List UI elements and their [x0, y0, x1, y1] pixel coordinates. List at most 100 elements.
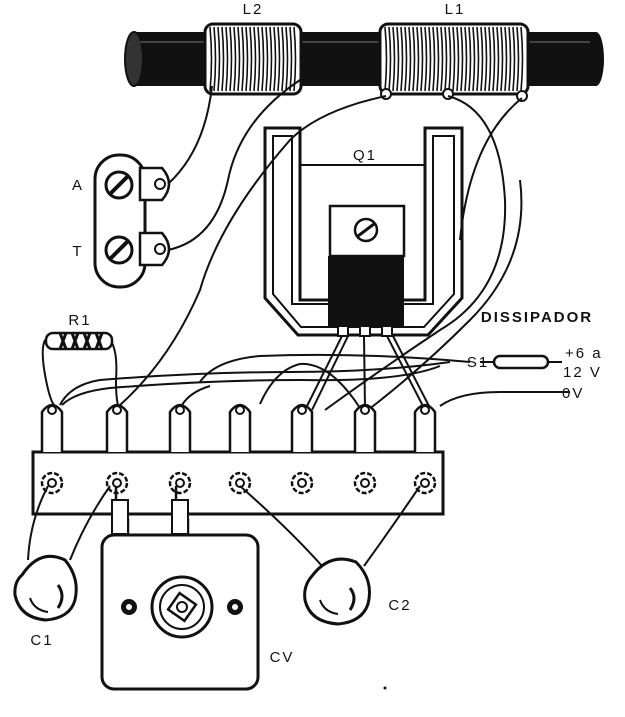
label-a: A [72, 177, 84, 194]
variable-capacitor-cv [100, 486, 260, 691]
coil-winding [480, 26, 484, 92]
label-s1: S1 [467, 354, 489, 371]
coil-winding [404, 26, 408, 92]
wiring [59, 79, 570, 411]
rivet-center [235, 478, 245, 488]
coil-winding [468, 26, 472, 92]
coil-winding [281, 26, 285, 92]
label-zero-v: 0V [562, 385, 584, 402]
rivet-center [112, 478, 122, 488]
lug-hole [235, 405, 245, 415]
coil-winding [452, 26, 456, 92]
rivet-center [47, 478, 57, 488]
coil-winding [396, 26, 400, 92]
lug-hole [175, 405, 185, 415]
label-c2: C2 [388, 597, 411, 614]
coil-winding [460, 26, 464, 92]
coil-winding [269, 26, 273, 92]
label-t: T [72, 243, 83, 260]
coil-winding [476, 26, 480, 92]
coil-winding [249, 26, 253, 92]
coil-winding [412, 26, 416, 92]
coil-winding [436, 26, 440, 92]
coil-winding [488, 26, 492, 92]
coil-winding [400, 26, 404, 92]
rivet-center [297, 478, 307, 488]
coil-winding [289, 26, 293, 92]
coil-winding [416, 26, 420, 92]
coil-winding [273, 26, 277, 92]
coil-winding [492, 26, 496, 92]
coil-winding [225, 26, 229, 92]
capacitor-c2 [239, 485, 421, 626]
antenna-ground-terminal [93, 153, 171, 289]
label-dissipador: DISSIPADOR [481, 309, 593, 326]
coil-winding [209, 26, 213, 92]
speck [383, 686, 387, 690]
coil-winding [508, 26, 512, 92]
coil-winding [253, 26, 257, 92]
coil-winding [241, 26, 245, 92]
lug-hole [360, 405, 370, 415]
coil-winding [432, 26, 436, 92]
coil-winding [424, 26, 428, 92]
label-q1: Q1 [353, 147, 377, 164]
coil-l2 [203, 22, 303, 96]
coil-winding [261, 26, 265, 92]
terminal-strip [31, 403, 445, 516]
coil-winding [448, 26, 452, 92]
coil-winding [257, 26, 261, 92]
coil-winding [440, 26, 444, 92]
coil-winding [293, 26, 297, 92]
label-supply-line2: 12 V [563, 364, 602, 381]
switch-s1 [492, 354, 550, 370]
coil-winding [444, 26, 448, 92]
coil-winding [237, 26, 241, 92]
coil-winding [408, 26, 412, 92]
label-r1: R1 [68, 312, 91, 329]
lug-hole [420, 405, 430, 415]
coil-winding [221, 26, 225, 92]
coil-winding [516, 26, 520, 92]
coil-winding [428, 26, 432, 92]
label-l1: L1 [445, 1, 466, 18]
coil-winding [520, 26, 524, 92]
resistor-r1 [41, 331, 119, 406]
coil-l1 [378, 22, 530, 102]
coil-winding [217, 26, 221, 92]
lug-hole [297, 405, 307, 415]
label-c1: C1 [30, 632, 53, 649]
coil-winding [277, 26, 281, 92]
label-supply-line1: +6 a [565, 345, 603, 362]
coil-winding [500, 26, 504, 92]
coil-winding [285, 26, 289, 92]
lug-hole [112, 405, 122, 415]
coil-winding [265, 26, 269, 92]
coil-winding [392, 26, 396, 92]
capacitor-c1 [13, 485, 111, 622]
rivet-center [360, 478, 370, 488]
coil-winding [472, 26, 476, 92]
transistor-q1 [328, 204, 406, 337]
coil-winding [384, 26, 388, 92]
rivet-center [420, 478, 430, 488]
coil-winding [484, 26, 488, 92]
coil-winding [388, 26, 392, 92]
coil-winding [229, 26, 233, 92]
ferrite-rod [124, 31, 604, 87]
label-cv: CV [270, 649, 295, 666]
coil-winding [496, 26, 500, 92]
lug-hole [47, 405, 57, 415]
coil-winding [504, 26, 508, 92]
coil-winding [456, 26, 460, 92]
coil-winding [420, 26, 424, 92]
coil-winding [213, 26, 217, 92]
rivet-center [175, 478, 185, 488]
coil-winding [512, 26, 516, 92]
coil-winding [233, 26, 237, 92]
coil-winding [245, 26, 249, 92]
label-l2: L2 [243, 1, 264, 18]
coil-winding [464, 26, 468, 92]
heatsink [263, 126, 464, 337]
